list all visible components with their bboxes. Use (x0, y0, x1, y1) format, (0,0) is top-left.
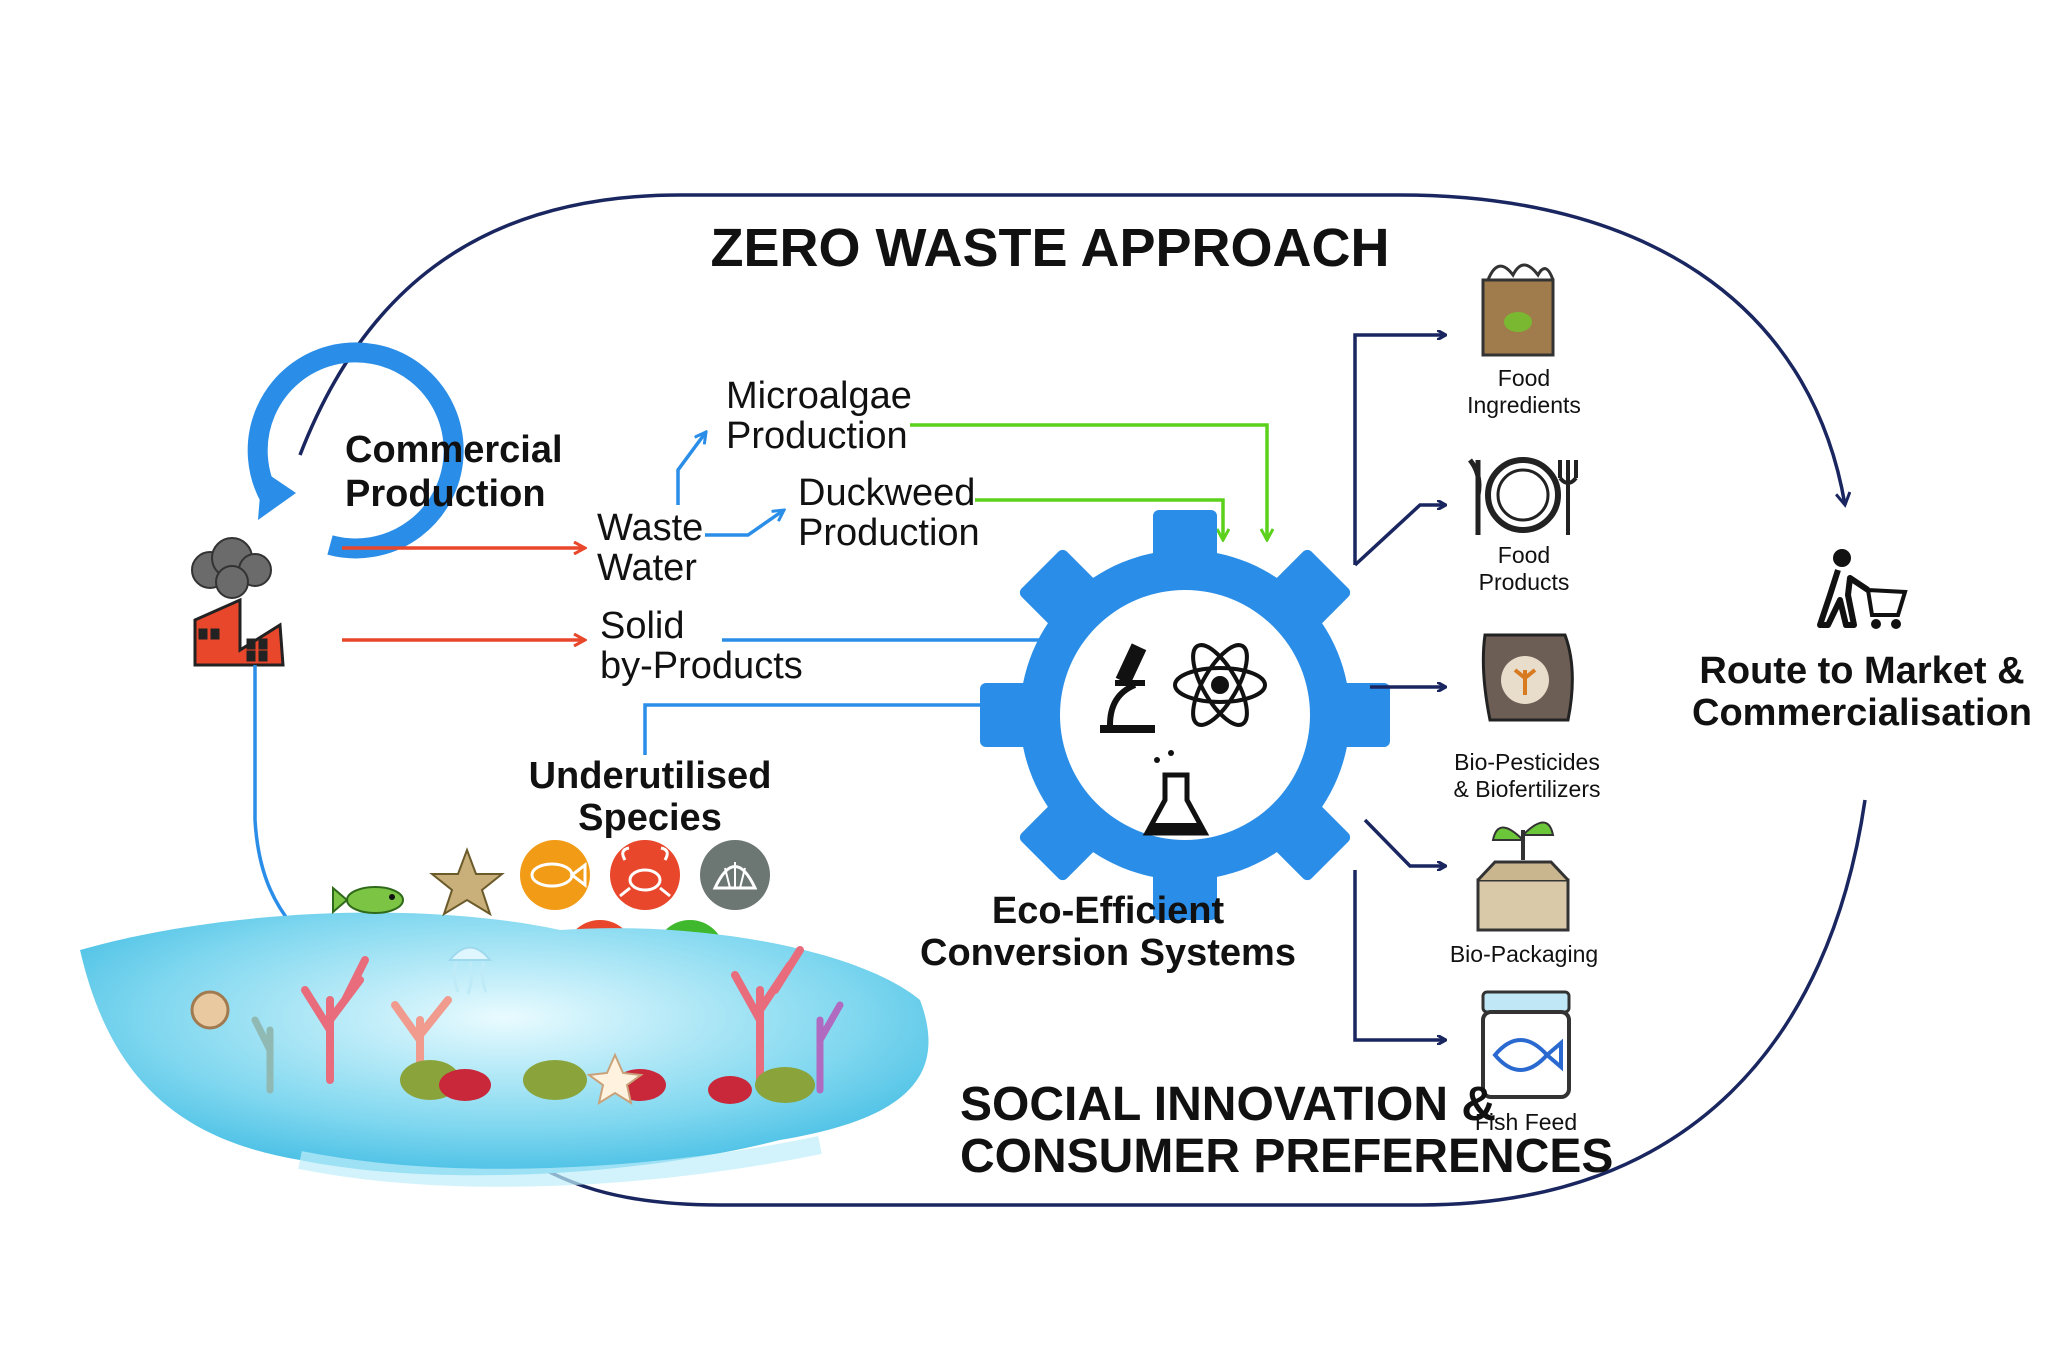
species-to-gear-arrow (643, 705, 1055, 755)
fertilizer-sack-icon (1481, 633, 1574, 722)
commercial-label-1: Commercial (345, 429, 563, 471)
duckweed-label-2: Production (798, 512, 980, 554)
conversion-gear-icon (980, 510, 1390, 920)
output-arrows (1353, 335, 1445, 1040)
starfish-icon (429, 847, 505, 917)
microalgae-label-1: Microalgae (726, 375, 912, 417)
shopping-cart-person-icon (1817, 549, 1908, 629)
output-label-bio-pesticides-1: Bio-Pesticides (1454, 749, 1600, 775)
species-label-2: Species (578, 797, 722, 839)
shell-badge-icon (700, 840, 770, 910)
crab-badge-icon (610, 840, 680, 910)
fish-badge-icon (520, 840, 590, 910)
sprout-box-icon (1476, 821, 1570, 932)
output-label-bio-pesticides-2: & Biofertilizers (1454, 776, 1601, 802)
zero-waste-loop (298, 193, 1867, 1207)
duckweed-label-1: Duckweed (798, 472, 975, 514)
waste-water-label-1: Waste (597, 507, 703, 549)
top-loop-arrow (298, 193, 1845, 505)
conversion-label-1: Eco-Efficient (992, 890, 1225, 932)
duckweed-to-gear-arrow (975, 498, 1223, 540)
fish-jar-icon (1481, 990, 1571, 1099)
arrow-to-duckweed (705, 510, 784, 537)
microalgae-label-2: Production (726, 415, 908, 457)
social-label-2: CONSUMER PREFERENCES (960, 1130, 1613, 1183)
bottom-loop-arrow (505, 799, 1867, 1207)
plate-cutlery-icon (1467, 457, 1578, 535)
social-label-1: SOCIAL INNOVATION & (960, 1078, 1496, 1131)
output-label-food-ingredients-2: Ingredients (1467, 392, 1581, 418)
factory-cycle-icon (191, 342, 464, 667)
output-label-food-products-2: Products (1479, 569, 1570, 595)
cycle-to-sea-line (253, 665, 294, 927)
atom-icon (1173, 643, 1267, 727)
microalgae-to-gear-arrow (910, 423, 1267, 540)
jellyfish-icon (447, 946, 493, 995)
conversion-label-2: Conversion Systems (920, 932, 1296, 974)
diagram-title: ZERO WASTE APPROACH (710, 218, 1389, 278)
coral-reef-illustration (80, 847, 929, 1187)
food-ingredients-bag-icon (1481, 263, 1555, 357)
solid-label-1: Solid (600, 605, 685, 647)
microscope-icon (1100, 643, 1155, 733)
flask-icon (1142, 750, 1210, 836)
output-label-food-products-1: Food (1498, 542, 1550, 568)
solid-label-2: by-Products (600, 645, 803, 687)
market-label-1: Route to Market & (1699, 650, 2024, 692)
waste-water-label-2: Water (597, 547, 697, 589)
output-label-food-ingredients-1: Food (1498, 365, 1550, 391)
commercial-label-2: Production (345, 473, 546, 515)
arrow-to-microalgae (676, 432, 706, 505)
green-fish-icon (332, 885, 404, 915)
output-label-fish-feed: Fish Feed (1475, 1109, 1577, 1135)
species-label-1: Underutilised (529, 755, 772, 797)
output-label-bio-packaging: Bio-Packaging (1450, 941, 1598, 967)
market-label-2: Commercialisation (1692, 692, 2032, 734)
